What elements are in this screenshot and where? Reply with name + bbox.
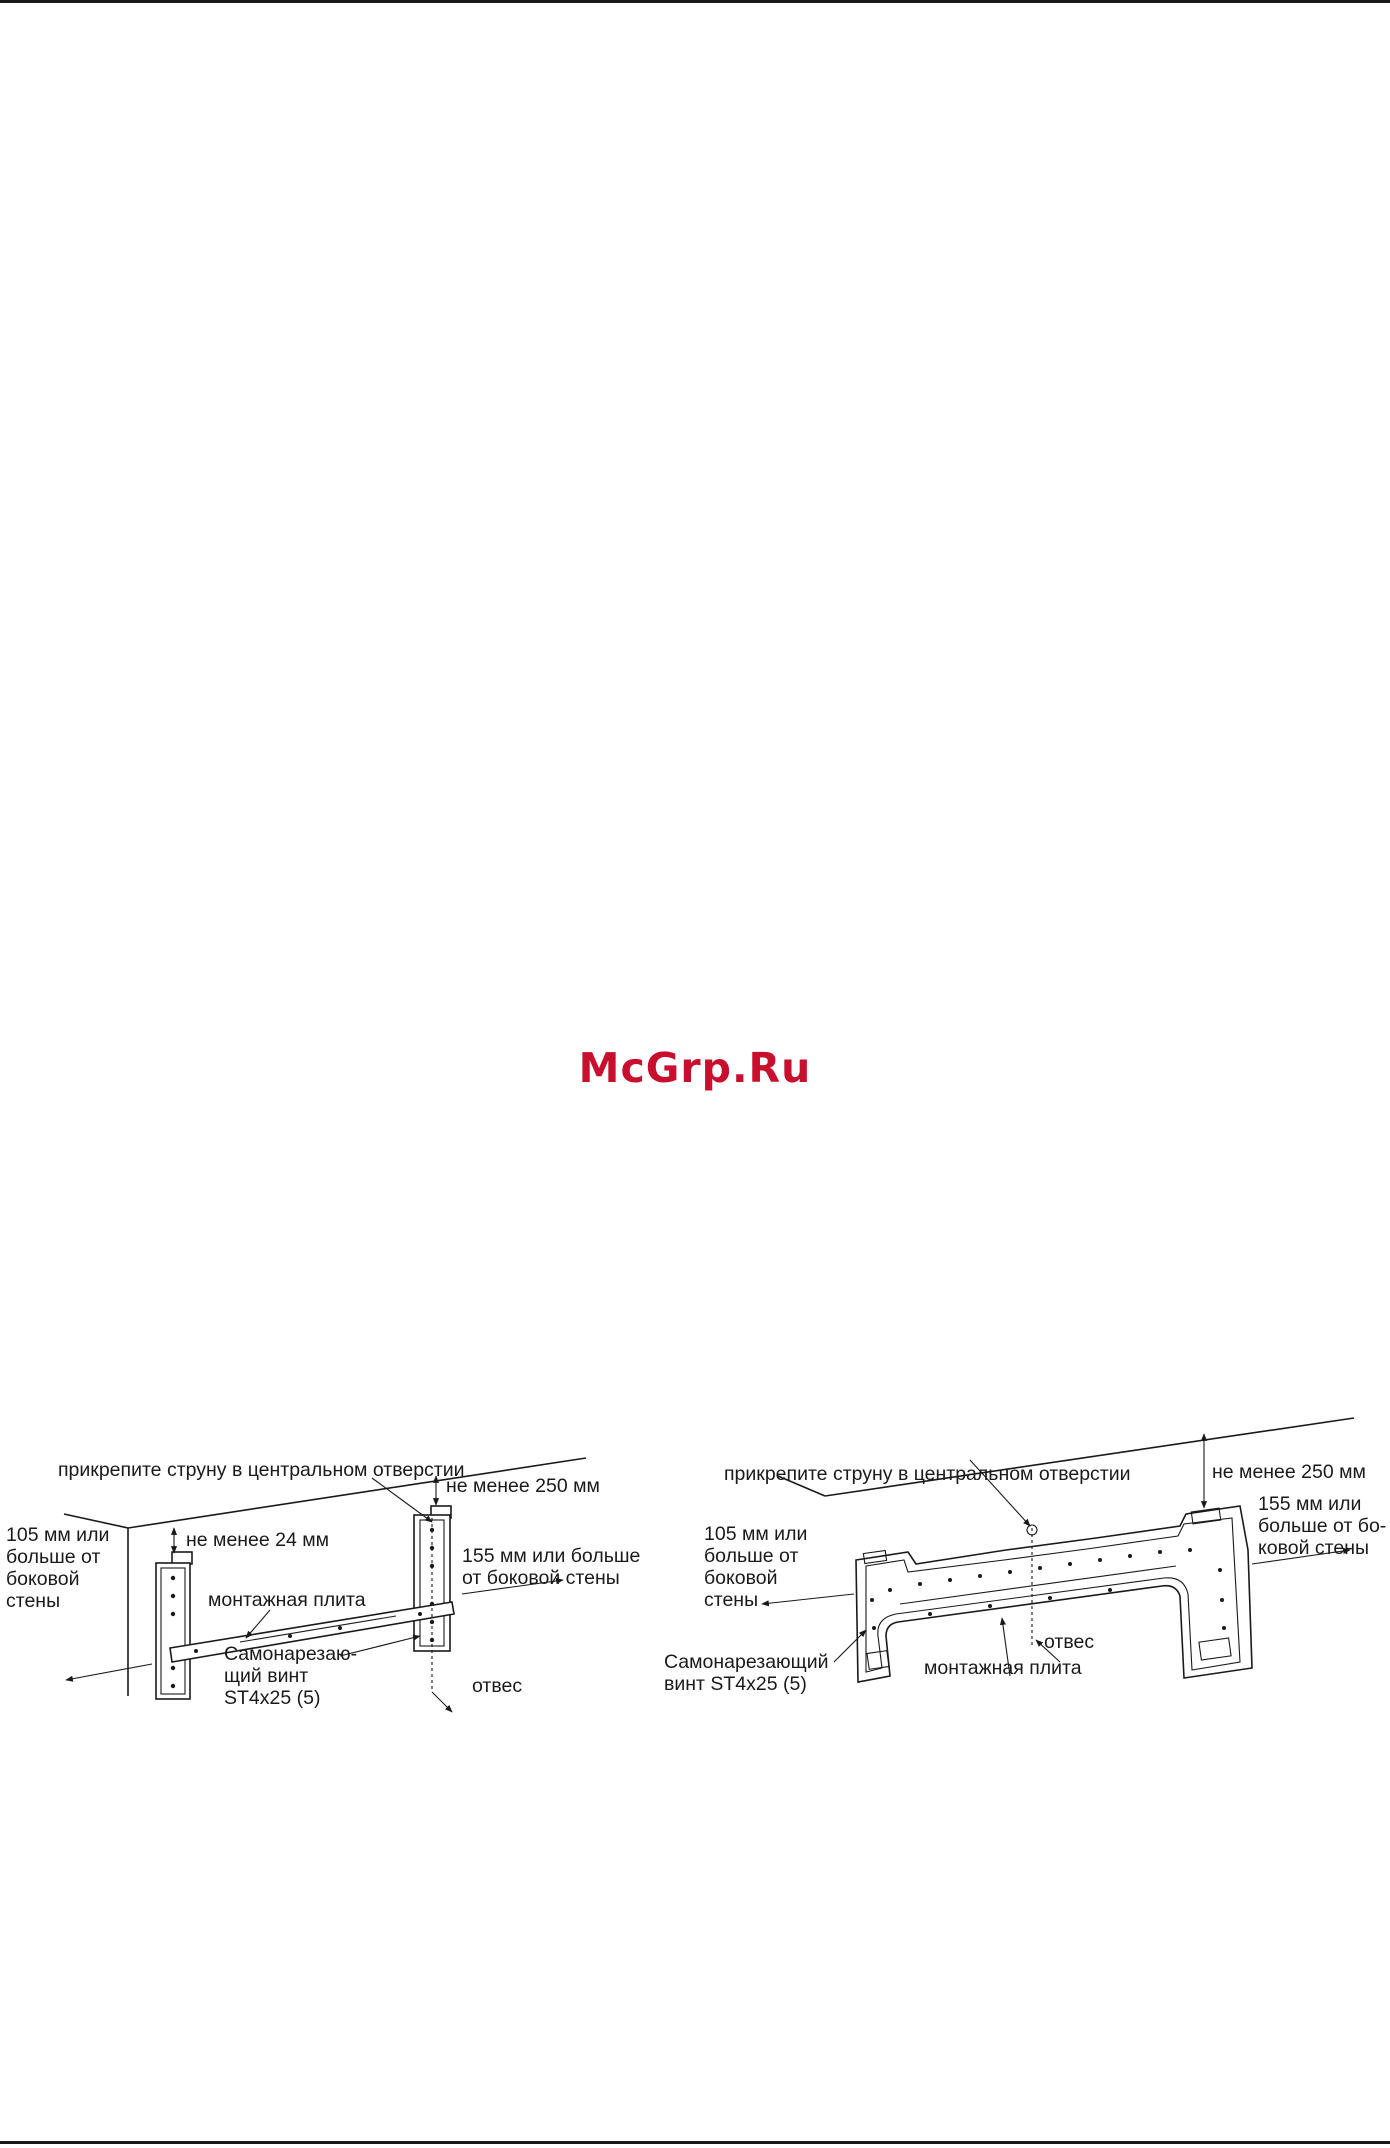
label-string-right: прикрепите струну в центральном отверсти… <box>724 1463 1131 1485</box>
label-left-side-0: 105 мм или <box>6 1524 109 1546</box>
label-screw-left-1: щий винт <box>224 1665 308 1687</box>
leader-string-right <box>969 1459 1031 1527</box>
wall-top-edge-right <box>777 1475 826 1497</box>
label-right-side-right-1: больше от бо- <box>1258 1515 1386 1537</box>
left-bracket <box>155 1551 193 1700</box>
string-hole-right <box>1026 1524 1038 1536</box>
label-plate-left: монтажная плита <box>208 1589 366 1611</box>
label-top-clearance-right: не менее 250 мм <box>1212 1461 1366 1483</box>
wall-ceiling-line-right <box>824 1417 1355 1497</box>
top-rule <box>0 0 1390 3</box>
label-left-side-2: боковой <box>6 1568 80 1590</box>
label-left-side-1: больше от <box>6 1546 100 1568</box>
wall-top-edge-left <box>63 1513 129 1529</box>
label-unit-clearance-left: не менее 24 мм <box>186 1529 329 1551</box>
leader-screw-left <box>339 1634 421 1657</box>
plumb-leader <box>431 1691 453 1713</box>
mounting-plate-right <box>855 1505 1253 1683</box>
dim-155mm-right <box>1251 1547 1351 1565</box>
label-right-side-1: от боковой стены <box>462 1567 620 1589</box>
label-plumb-left: отвес <box>472 1675 522 1697</box>
mounting-bar <box>169 1601 455 1663</box>
leader-screw-right <box>833 1629 867 1663</box>
label-left-side-right-0: 105 мм или <box>704 1523 807 1545</box>
watermark: McGrp.Ru <box>578 1044 812 1092</box>
label-top-clearance-left: не менее 250 мм <box>446 1475 600 1497</box>
dim-105mm-right <box>761 1593 855 1607</box>
leader-plate-right <box>999 1617 1011 1677</box>
label-plumb-right: отвес <box>1044 1631 1094 1653</box>
label-left-side-right-3: стены <box>704 1589 758 1611</box>
label-screw-right-0: Самонарезающий <box>664 1651 829 1673</box>
mounting-diagrams: прикрепите струну в центральном отверсти… <box>6 1417 1386 1713</box>
leader-plate-left <box>245 1609 271 1639</box>
label-screw-left-2: ST4x25 (5) <box>224 1687 320 1709</box>
label-left-side-right-1: больше от <box>704 1545 798 1567</box>
label-screw-left-0: Самонарезаю- <box>224 1643 357 1665</box>
label-screw-right-1: винт ST4x25 (5) <box>664 1673 807 1695</box>
dim-155mm-left <box>461 1577 564 1595</box>
label-left-side-3: стены <box>6 1590 60 1612</box>
label-right-side-right-0: 155 мм или <box>1258 1493 1361 1515</box>
leader-string-left <box>371 1477 433 1523</box>
label-right-side-right-2: ковой стены <box>1258 1537 1369 1559</box>
figure-right: прикрепите струну в центральном отверсти… <box>664 1417 1386 1695</box>
figure-left: прикрепите струну в центральном отверсти… <box>6 1457 640 1713</box>
label-left-side-right-2: боковой <box>704 1567 778 1589</box>
label-string-left: прикрепите струну в центральном отверсти… <box>58 1459 465 1481</box>
wall-ceiling-line <box>127 1457 587 1529</box>
label-plate-right: монтажная плита <box>924 1657 1082 1679</box>
leader-plumb-right <box>1035 1639 1061 1663</box>
dim-105mm-left <box>65 1663 153 1682</box>
label-right-side-0: 155 мм или больше <box>462 1545 640 1567</box>
bottom-rule <box>0 2141 1390 2144</box>
